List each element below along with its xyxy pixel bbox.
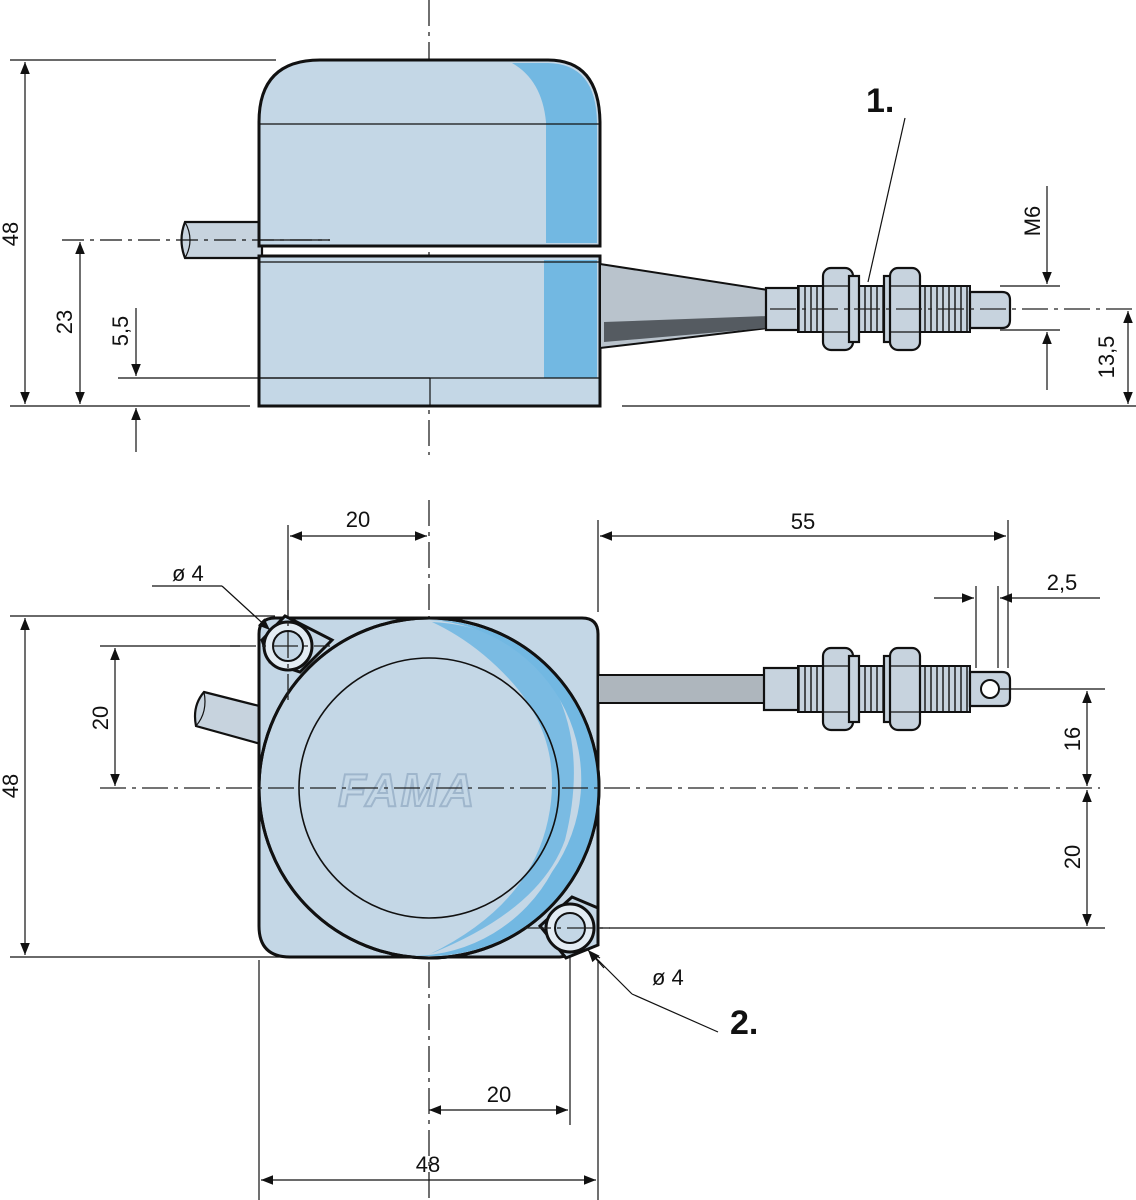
- top-dimensions: 20 ø 4 20 48 55 2,5 16 20 ø 4 20 48: [0, 507, 1105, 1200]
- top-cable: [597, 674, 767, 704]
- top-dim-hole-y: 20: [88, 706, 113, 730]
- top-dim-sensor-offset: 16: [1060, 727, 1085, 751]
- side-housing-top: [257, 58, 602, 248]
- side-dim-m6: M6: [1020, 206, 1045, 237]
- side-view: 48 23 5,5 M6 13,5 1.: [0, 0, 1136, 455]
- side-sensor: [764, 266, 1136, 352]
- side-dim-48: 48: [0, 222, 23, 246]
- top-sensor: [762, 646, 1012, 732]
- callout-2: 2.: [587, 949, 758, 1042]
- top-dim-width-48: 48: [416, 1152, 440, 1177]
- callout-1-label: 1.: [866, 82, 894, 120]
- top-dim-hole-diameter-1: ø 4: [172, 561, 204, 586]
- side-dim-23: 23: [52, 310, 77, 334]
- top-dim-sensor-length: 55: [791, 509, 815, 534]
- side-cable-cone: [599, 262, 769, 350]
- top-view: FAMA: [0, 500, 1105, 1200]
- side-dim-5-5: 5,5: [108, 316, 133, 347]
- top-dim-hole-x: 20: [346, 507, 370, 532]
- side-dim-13-5: 13,5: [1094, 336, 1119, 379]
- top-dim-hole2-x: 20: [487, 1082, 511, 1107]
- top-cable-stub: [193, 690, 277, 748]
- top-dim-hole2-y: 20: [1060, 845, 1085, 869]
- top-dim-height-48: 48: [0, 774, 23, 798]
- top-dim-hole-diameter-2: ø 4: [652, 965, 684, 990]
- fama-logo: FAMA: [338, 764, 476, 816]
- side-housing-bottom: [257, 254, 602, 408]
- side-dimensions: 48 23 5,5 M6 13,5: [0, 59, 1136, 452]
- top-cap-inner-ring: [298, 657, 560, 919]
- callout-2-label: 2.: [730, 1004, 758, 1042]
- top-dim-tip: 2,5: [1047, 570, 1078, 595]
- callout-1: 1.: [866, 82, 906, 283]
